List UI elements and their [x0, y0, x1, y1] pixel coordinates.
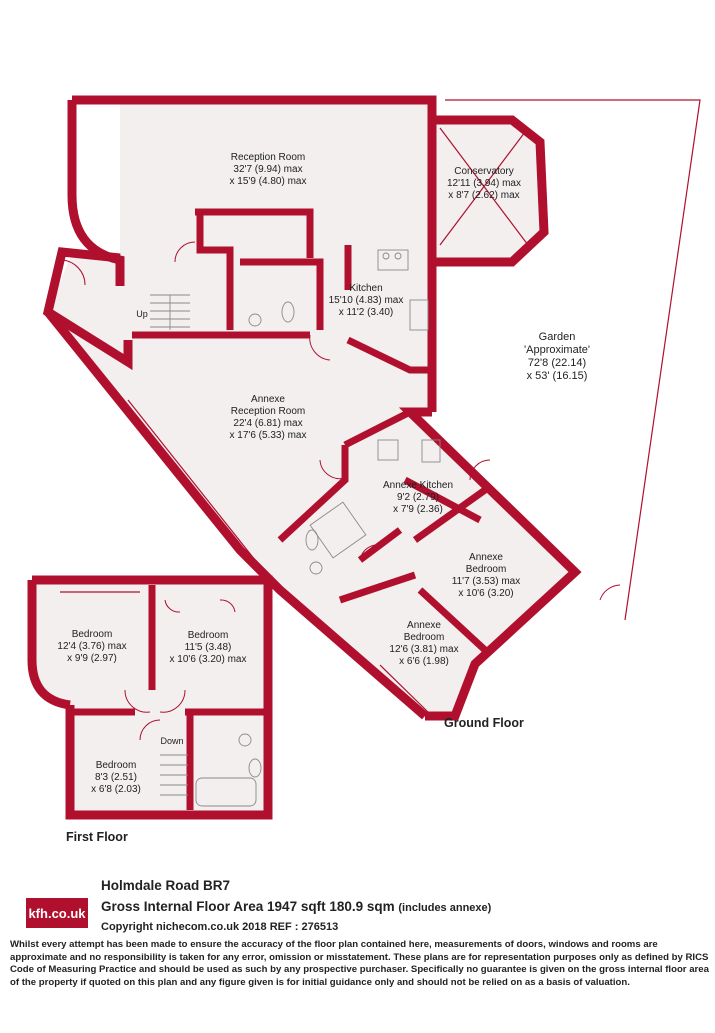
- annexe-reception-label2: Reception Room: [231, 406, 305, 417]
- first-windows: [60, 591, 266, 813]
- svg-text:Garden'Approximate'72'8 (22.14: Garden'Approximate'72'8 (22.14)x 53' (16…: [524, 331, 590, 382]
- garden-dim2: x 53' (16.15): [527, 370, 588, 382]
- first-bedroom3-dim1: 8'3 (2.51): [95, 772, 137, 783]
- conservatory-label: Conservatory: [454, 166, 513, 177]
- first-floor-plan: [27, 575, 273, 820]
- annexe-bedroom1-label2: Bedroom: [466, 564, 507, 575]
- ground-inner-walls: [132, 208, 488, 653]
- copyright-notice: Copyright nichecom.co.uk 2018 REF : 2765…: [101, 921, 339, 933]
- first-fixtures: [160, 733, 262, 807]
- garden-approx: 'Approximate': [524, 344, 590, 356]
- stairs-up-label: Up: [136, 309, 148, 319]
- annexe-bedroom1-dim2: x 10'6 (3.20): [458, 588, 513, 599]
- annexe-kitchen-dim2: x 7'9 (2.36): [393, 504, 443, 515]
- garden-dim1: 72'8 (22.14): [528, 357, 586, 369]
- annexe-reception-dim1: 22'4 (6.81) max: [233, 418, 302, 429]
- first-bedroom3-label: Bedroom: [96, 760, 137, 771]
- garden-label: Garden: [539, 331, 576, 343]
- kfh-logo: kfh.co.uk: [26, 898, 88, 928]
- annexe-kitchen-label: Annexe Kitchen: [383, 480, 453, 491]
- reception-room-dim1: 32'7 (9.94) max: [233, 164, 302, 175]
- annexe-bedroom2-dim1: 12'6 (3.81) max: [389, 644, 458, 655]
- first-bedroom2-label: Bedroom: [188, 630, 229, 641]
- ground-floor-area: [48, 100, 575, 716]
- conservatory-dim2: x 8'7 (2.62) max: [448, 190, 519, 201]
- ground-doors: [61, 241, 621, 601]
- first-bedroom3-dim2: x 6'8 (2.03): [91, 784, 141, 795]
- ground-outer-walls: [42, 95, 582, 721]
- disclaimer-text: Whilst every attempt has been made to en…: [10, 939, 709, 988]
- first-floor-title: First Floor: [66, 830, 128, 844]
- reception-room-label: Reception Room: [231, 152, 305, 163]
- first-bedroom1-dim1: 12'4 (3.76) max: [57, 641, 126, 652]
- kitchen-dim1: 15'10 (4.83) max: [329, 295, 404, 306]
- annexe-bedroom2-dim2: x 6'6 (1.98): [399, 656, 449, 667]
- reception-room-dim2: x 15'9 (4.80) max: [230, 176, 307, 187]
- annexe-bedroom2-label1: Annexe: [407, 620, 441, 631]
- ground-floor-plan: [42, 95, 701, 721]
- annexe-reception-label1: Annexe: [251, 394, 285, 405]
- annexe-kitchen-dim1: 9'2 (2.79): [397, 492, 439, 503]
- first-bedroom1-dim2: x 9'9 (2.97): [67, 653, 117, 664]
- annexe-reception-dim2: x 17'6 (5.33) max: [230, 430, 307, 441]
- floor-area-summary: Gross Internal Floor Area 1947 sqft 180.…: [101, 899, 491, 914]
- annexe-bedroom2-label2: Bedroom: [404, 632, 445, 643]
- conservatory-dim1: 12'11 (3.94) max: [447, 178, 521, 189]
- stairs-down-label: Down: [160, 736, 183, 746]
- first-bedroom2-dim2: x 10'6 (3.20) max: [170, 654, 247, 665]
- ground-fixtures: [248, 249, 441, 575]
- annexe-bedroom1-dim1: 11'7 (3.53) max: [452, 576, 520, 587]
- first-outer-walls: [27, 575, 273, 820]
- first-bedroom1-label: Bedroom: [72, 629, 113, 640]
- ground-windows: [127, 99, 701, 713]
- first-inner-walls: [70, 585, 268, 810]
- first-doors: [124, 599, 236, 741]
- kitchen-dim2: x 11'2 (3.40): [339, 307, 394, 318]
- ground-stairs: [150, 294, 190, 330]
- first-bedroom2-dim1: 11'5 (3.48): [185, 642, 232, 653]
- floor-area-note: (includes annexe): [398, 902, 492, 914]
- ground-floor-title: Ground Floor: [444, 716, 524, 730]
- annexe-bedroom1-label1: Annexe: [469, 552, 503, 563]
- kitchen-label: Kitchen: [349, 283, 382, 294]
- property-address: Holmdale Road BR7: [101, 878, 231, 893]
- floor-area-value: Gross Internal Floor Area 1947 sqft 180.…: [101, 899, 395, 914]
- first-floor-area: [32, 580, 268, 815]
